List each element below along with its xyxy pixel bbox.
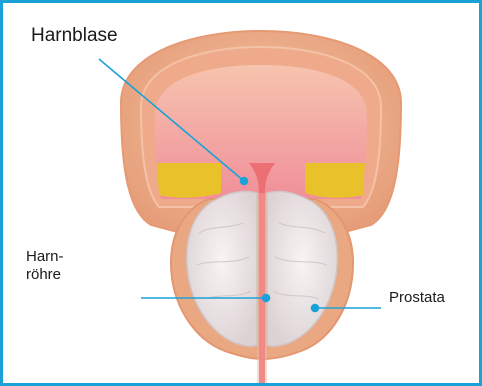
label-prostata: Prostata [389, 289, 445, 307]
label-harnblase: Harnblase [31, 25, 118, 48]
urine-level-right [305, 163, 365, 198]
bladder-leader-dot [241, 178, 248, 185]
label-harnroehre-line1: Harn- [26, 248, 64, 266]
prostate-leader-dot [312, 305, 319, 312]
urethra-channel [259, 193, 265, 386]
anatomy-illustration [3, 3, 482, 386]
urethra-leader-dot [263, 295, 270, 302]
label-harnroehre-line2: röhre [26, 266, 64, 284]
urine-level-left [157, 163, 221, 198]
label-harnroehre: Harn- röhre [26, 248, 64, 284]
